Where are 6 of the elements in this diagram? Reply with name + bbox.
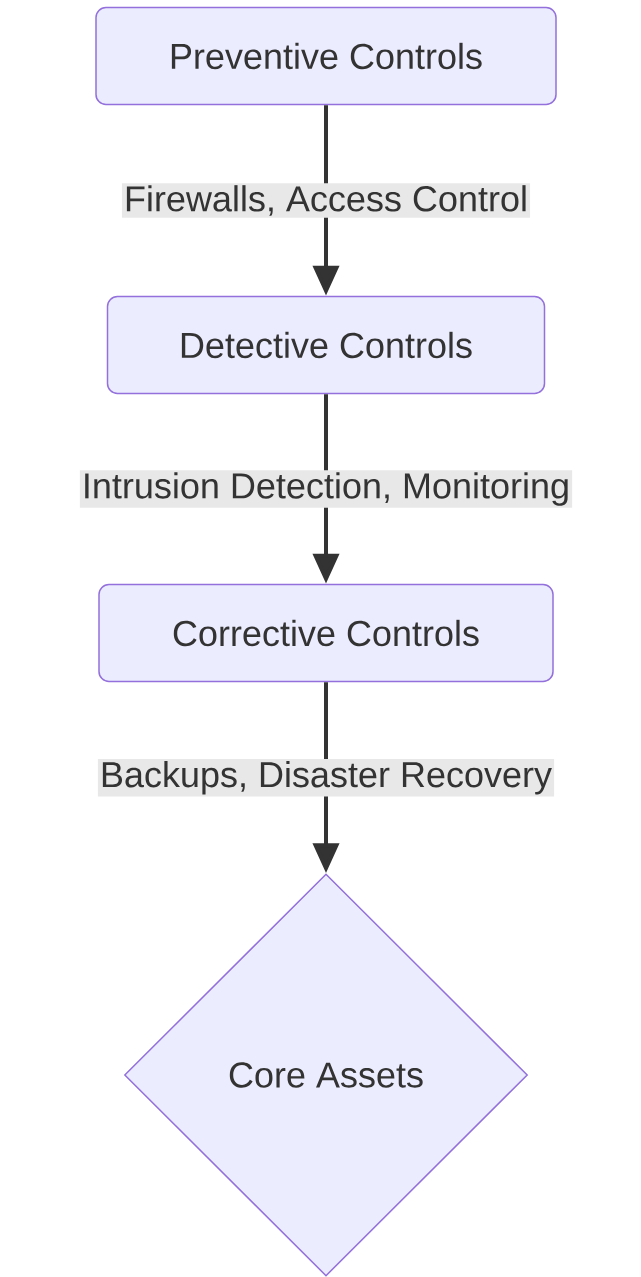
edge-label: Firewalls, Access Control <box>121 183 531 218</box>
process-box: Detective Controls <box>106 295 546 395</box>
edge-label: Intrusion Detection, Monitoring <box>79 470 573 508</box>
process-box: Corrective Controls <box>98 583 554 683</box>
process-box: Preventive Controls <box>95 6 557 106</box>
edge-label: Backups, Disaster Recovery <box>97 759 555 797</box>
